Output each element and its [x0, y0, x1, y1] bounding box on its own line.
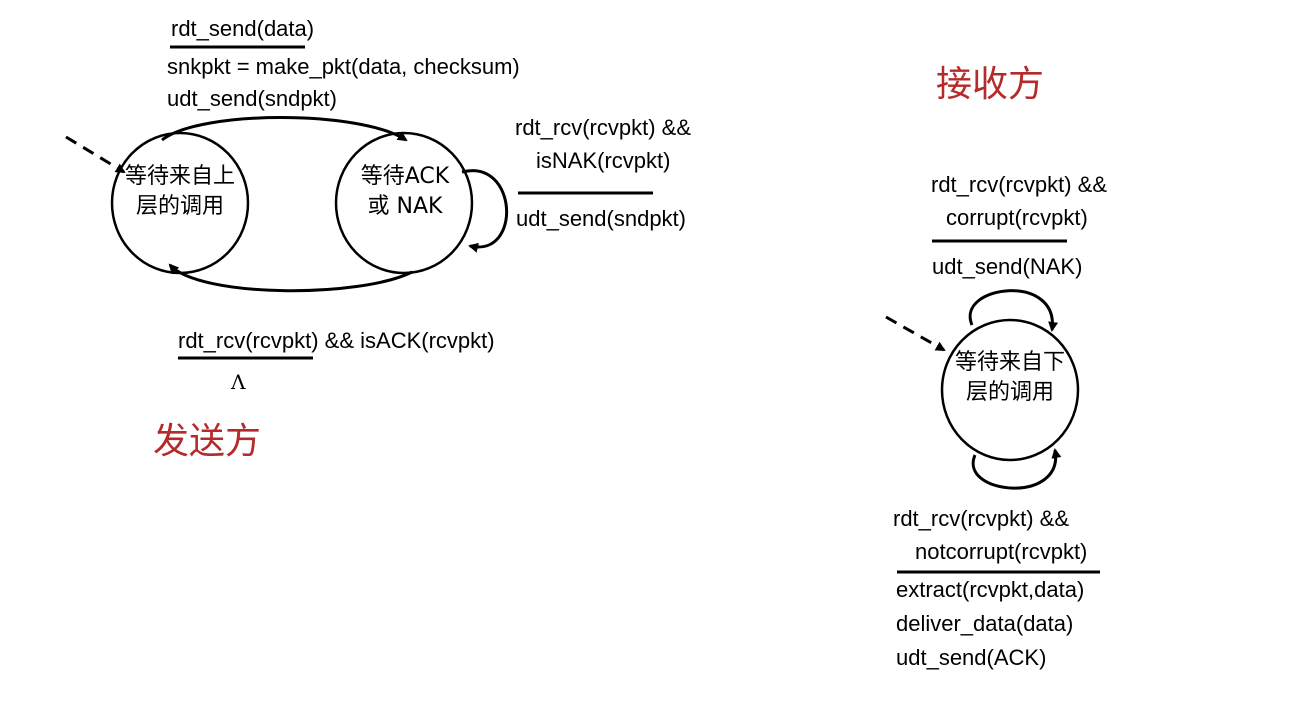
sender-state-wait-ack-line1: 等待ACK [360, 164, 450, 189]
receiver-corrupt-selfloop-arrow [968, 289, 1059, 332]
receiver-corrupt-event-2: corrupt(rcvpkt) [946, 205, 1088, 230]
sender-nak-selfloop-arrow [461, 169, 509, 253]
sender-send-transition-arrow [161, 116, 408, 142]
sender-nak-event-2: isNAK(rcvpkt) [536, 148, 671, 173]
sender-initial-arrow [65, 135, 126, 174]
receiver-notcorrupt-action-3: udt_send(ACK) [896, 645, 1047, 670]
sender-ack-event: rdt_rcv(rcvpkt) && isACK(rcvpkt) [178, 328, 495, 353]
sender-state-wait-call-line1: 等待来自上 [124, 164, 235, 189]
receiver-state-label: 等待来自下 层的调用 [938, 348, 1082, 408]
receiver-notcorrupt-event-2: notcorrupt(rcvpkt) [915, 539, 1088, 564]
sender-send-event: rdt_send(data) [171, 16, 315, 41]
receiver-initial-arrow [885, 315, 946, 352]
sender-ack-action: Λ [231, 370, 246, 394]
sender-state-wait-ack-line2: 或 NAK [367, 194, 443, 219]
sender-send-action-1: snkpkt = make_pkt(data, checksum) [167, 54, 520, 79]
sender-ack-transition-arrow [168, 263, 413, 293]
sender-nak-action: udt_send(sndpkt) [516, 206, 686, 231]
receiver-state-circle [940, 318, 1080, 462]
sender-state-wait-call-line2: 层的调用 [135, 194, 224, 219]
sender-state-wait-call-label: 等待来自上 层的调用 [108, 162, 252, 222]
receiver-corrupt-event-1: rdt_rcv(rcvpkt) && [931, 172, 1108, 197]
receiver-state-line2: 层的调用 [965, 380, 1054, 405]
receiver-notcorrupt-selfloop-arrow [971, 448, 1062, 490]
sender-state-wait-ack-label: 等待ACK 或 NAK [340, 162, 470, 222]
receiver-notcorrupt-action-1: extract(rcvpkt,data) [896, 577, 1085, 602]
receiver-side-label: 接收方 [936, 64, 1045, 105]
receiver-notcorrupt-event-1: rdt_rcv(rcvpkt) && [893, 506, 1070, 531]
sender-side-label: 发送方 [153, 421, 262, 462]
sender-nak-event-1: rdt_rcv(rcvpkt) && [515, 115, 692, 140]
receiver-state-line1: 等待来自下 [954, 350, 1065, 375]
sender-send-action-2: udt_send(sndpkt) [167, 86, 337, 111]
receiver-corrupt-action: udt_send(NAK) [932, 254, 1083, 279]
receiver-notcorrupt-action-2: deliver_data(data) [896, 611, 1074, 636]
